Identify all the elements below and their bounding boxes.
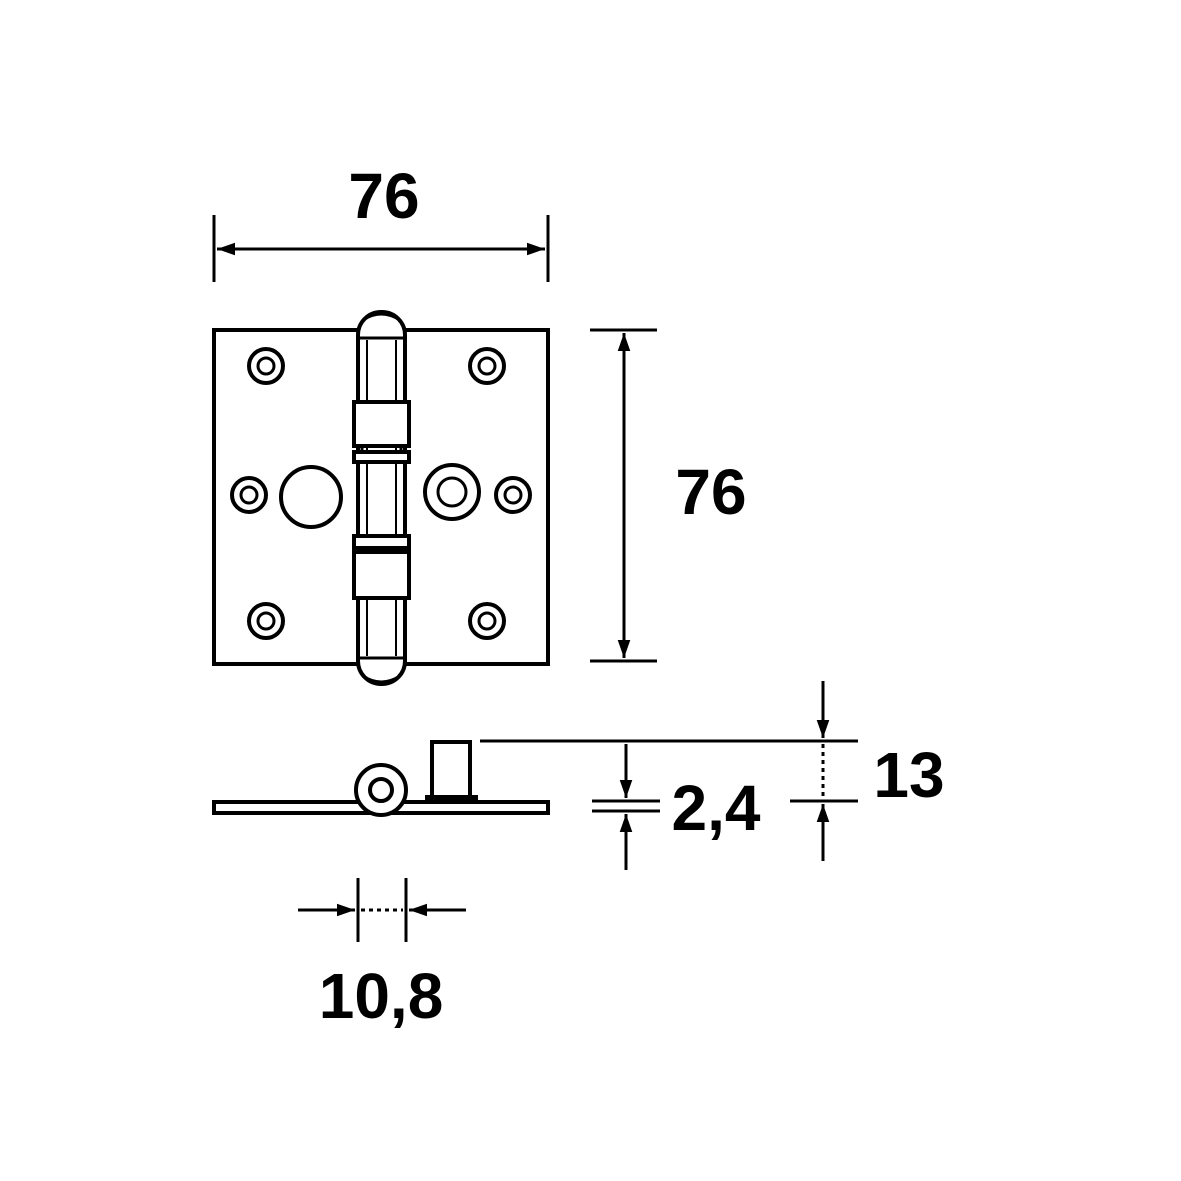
large-hole-right bbox=[423, 463, 481, 521]
width-dimension bbox=[212, 215, 550, 282]
hinge-barrel bbox=[352, 310, 411, 686]
height-dimension bbox=[590, 328, 657, 663]
screw-hole-bottom-right bbox=[468, 602, 506, 640]
knuckle-offset-dimension bbox=[298, 878, 466, 942]
large-hole-left bbox=[279, 465, 343, 529]
thickness-dimensions bbox=[480, 681, 858, 870]
screw-hole-bottom-left bbox=[247, 602, 285, 640]
height-dimension-label: 76 bbox=[675, 456, 746, 528]
leaf-thickness-label: 2,4 bbox=[672, 772, 761, 844]
total-thickness-label: 13 bbox=[873, 739, 944, 811]
screw-hole-middle-left bbox=[230, 476, 268, 514]
width-dimension-label: 76 bbox=[348, 160, 419, 232]
screw-hole-top-left bbox=[247, 347, 285, 385]
hinge-front-view bbox=[212, 310, 550, 686]
knuckle-side bbox=[354, 763, 408, 817]
knuckle-offset-label: 10,8 bbox=[319, 960, 444, 1032]
hinge-side-view bbox=[212, 740, 550, 817]
screw-hole-top-right bbox=[468, 347, 506, 385]
screw-hole-middle-right bbox=[494, 476, 532, 514]
pin-side bbox=[430, 740, 472, 800]
